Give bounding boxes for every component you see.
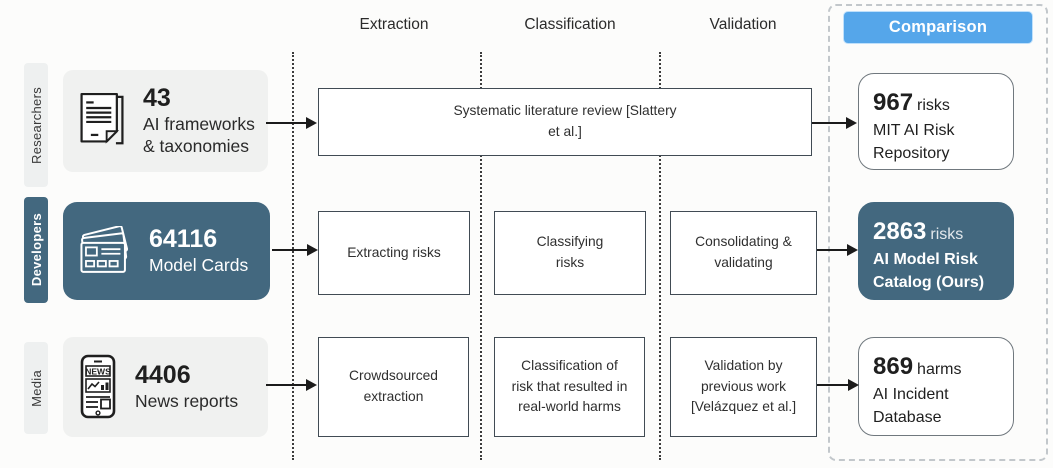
- arrow-right-icon: [266, 378, 317, 391]
- step-box-consolidating-validating: Consolidating & validating: [670, 211, 817, 295]
- arrow-right-icon: [272, 243, 318, 256]
- arrow-right-icon: [817, 378, 859, 391]
- arrow-right-icon: [266, 116, 317, 129]
- model-cards-icon: [80, 226, 129, 273]
- column-header-extraction: Extraction: [359, 16, 429, 33]
- source-card-media: NEWS 4406 News reports: [63, 337, 268, 437]
- step-box-validation-previous-work: Validation by previous work [Velázquez e…: [670, 337, 817, 437]
- column-header-classification: Classification: [524, 16, 616, 33]
- row-group-label: Media: [28, 369, 44, 407]
- source-count: 43: [143, 83, 171, 112]
- result-unit: harms: [917, 361, 962, 378]
- source-count: 4406: [135, 361, 191, 390]
- result-unit: risks: [917, 97, 950, 114]
- result-unit: risks: [930, 226, 964, 243]
- row-group-tab-researchers: Researchers: [24, 63, 48, 187]
- column-separator-dotted-line: [292, 52, 294, 460]
- step-box-classification-harms: Classification of risk that resulted in …: [494, 337, 645, 437]
- document-icon: [80, 92, 124, 145]
- source-text: 43 AI frameworks & taxonomies: [143, 84, 255, 158]
- source-card-developers: 64116 Model Cards: [63, 202, 270, 300]
- result-count: 2863: [873, 218, 927, 245]
- source-label: Model Cards: [149, 255, 249, 275]
- row-group-tab-developers: Developers: [24, 197, 48, 303]
- source-label: AI frameworks & taxonomies: [143, 113, 255, 157]
- source-count: 64116: [149, 225, 218, 254]
- step-box-extracting-risks: Extracting risks: [318, 211, 470, 295]
- step-box-classifying-risks: Classifying risks: [494, 211, 646, 295]
- column-separator-dotted-line: [659, 52, 661, 460]
- column-separator-dotted-line: [480, 52, 482, 460]
- row-group-tab-media: Media: [24, 342, 48, 434]
- arrow-right-icon: [812, 116, 857, 129]
- source-label: News reports: [135, 391, 239, 411]
- row-group-label: Developers: [28, 213, 44, 287]
- step-box-literature-review: Systematic literature review [Slattery e…: [318, 88, 812, 156]
- result-count: 967: [873, 89, 914, 116]
- arrow-right-icon: [817, 243, 858, 256]
- source-text: 4406 News reports: [135, 361, 238, 413]
- comparison-panel: [828, 4, 1048, 461]
- row-group-label: Researchers: [28, 86, 44, 164]
- source-card-researchers: 43 AI frameworks & taxonomies: [63, 70, 268, 172]
- comparison-header: Comparison: [843, 11, 1033, 44]
- svg-text:NEWS: NEWS: [85, 367, 111, 377]
- result-count: 869: [873, 353, 914, 380]
- source-text: 64116 Model Cards: [149, 225, 248, 277]
- result-name: AI Incident Database: [873, 386, 949, 426]
- step-box-crowdsourced-extraction: Crowdsourced extraction: [318, 337, 469, 437]
- column-header-validation: Validation: [709, 16, 777, 33]
- result-name: AI Model Risk Catalog (Ours): [873, 251, 985, 291]
- result-name: MIT AI Risk Repository: [873, 122, 955, 162]
- news-phone-icon: NEWS: [80, 354, 116, 419]
